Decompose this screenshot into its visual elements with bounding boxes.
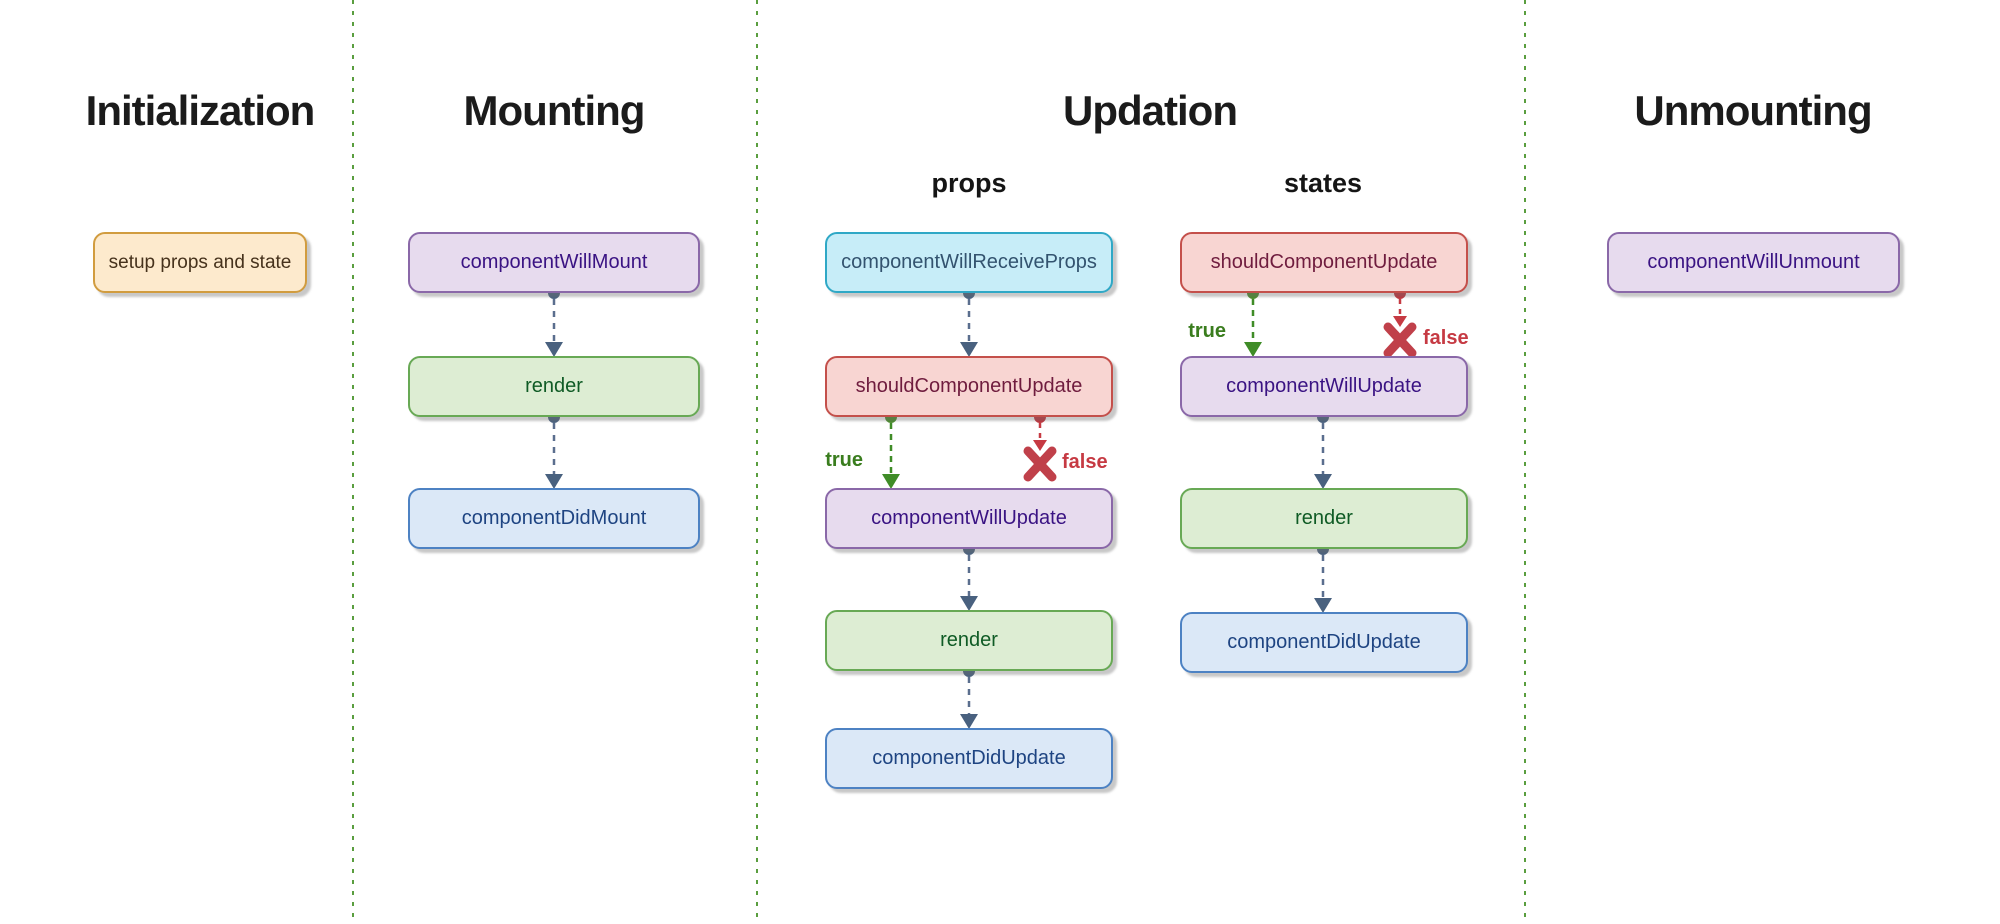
node-render-states: render [1180,488,1468,549]
node-component-will-update-props: componentWillUpdate [825,488,1113,549]
node-component-did-update-props: componentDidUpdate [825,728,1113,789]
false-label-props: false [1062,451,1108,473]
node-component-did-update-states: componentDidUpdate [1180,612,1468,673]
false-branch-arrow [1023,411,1057,482]
false-branch-arrow [1383,287,1417,358]
flow-arrow [1314,411,1332,489]
updation-states-label: states [1283,168,1363,198]
section-title-updation: Updation [1063,87,1238,134]
node-component-will-unmount: componentWillUnmount [1607,232,1900,293]
node-should-component-update-states: shouldComponentUpdate [1180,232,1468,293]
node-render-props: render [825,610,1113,671]
node-render-mounting: render [408,356,700,417]
flow-arrow [545,287,563,357]
false-label-states: false [1423,327,1469,349]
false-x-icon [1023,446,1057,482]
true-branch-arrow [1244,287,1262,357]
flow-arrow [960,665,978,729]
node-should-component-update-props: shouldComponentUpdate [825,356,1113,417]
true-branch-arrow [882,411,900,489]
flow-arrow [960,543,978,611]
node-component-will-receive-props: componentWillReceiveProps [825,232,1113,293]
section-title-unmounting: Unmounting [1634,87,1872,134]
flow-arrow [960,287,978,357]
section-title-initialization: Initialization [85,87,316,134]
true-label-props: true [825,449,863,471]
node-setup-props-and-state: setup props and state [93,232,307,293]
flow-arrow [545,411,563,489]
false-x-icon [1383,322,1417,358]
node-component-will-mount: componentWillMount [408,232,700,293]
node-component-will-update-states: componentWillUpdate [1180,356,1468,417]
flow-arrow [1314,543,1332,613]
updation-props-label: props [931,168,1007,198]
true-label-states: true [1188,320,1226,342]
section-title-mounting: Mounting [463,87,646,134]
node-component-did-mount: componentDidMount [408,488,700,549]
